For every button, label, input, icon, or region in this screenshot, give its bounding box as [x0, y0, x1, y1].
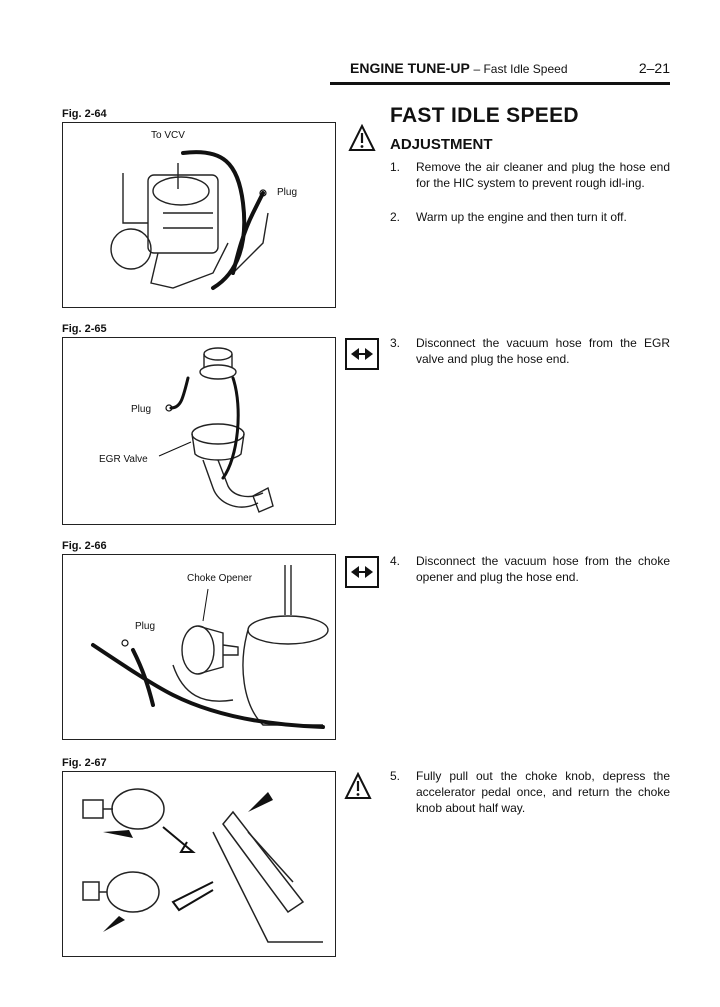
- caution-triangle-icon: [344, 771, 372, 805]
- step-5: 5. Fully pull out the choke knob, depres…: [390, 768, 672, 816]
- callout-to-vcv: To VCV: [151, 130, 185, 141]
- page-header: ENGINE TUNE-UP – Fast Idle Speed 2–21: [330, 58, 670, 80]
- disconnect-hose-icon: [345, 556, 379, 588]
- callout-choke-opener: Choke Opener: [187, 573, 253, 584]
- fig-2-65-illustration: Plug EGR Valve: [62, 337, 336, 525]
- page-number: 2–21: [638, 60, 670, 76]
- fig-2-66-label: Fig. 2-66: [62, 540, 107, 552]
- fig-2-67-label: Fig. 2-67: [62, 757, 107, 769]
- callout-plug: Plug: [131, 404, 152, 415]
- page-title: FAST IDLE SPEED: [390, 104, 579, 127]
- callout-plug: Plug: [277, 187, 298, 198]
- step-text: Disconnect the vacuum hose from the chok…: [416, 554, 670, 584]
- fig-2-64-illustration: To VCV Plug: [62, 122, 336, 308]
- header-rule: [330, 82, 670, 85]
- step-number: 4.: [390, 554, 401, 568]
- step-number: 5.: [390, 769, 401, 783]
- subsection-title: Fast Idle Speed: [483, 62, 568, 76]
- disconnect-hose-icon: [345, 338, 379, 370]
- step-4: 4. Disconnect the vacuum hose from the c…: [390, 553, 672, 585]
- section-subtitle: ADJUSTMENT: [390, 136, 493, 153]
- fig-2-65-label: Fig. 2-65: [62, 323, 107, 335]
- choke-knob-pedal-drawing: [82, 788, 323, 943]
- step-text: Warm up the engine and then turn it off.: [416, 210, 627, 224]
- fig-2-64-label: Fig. 2-64: [62, 108, 107, 120]
- step-1: 1. Remove the air cleaner and plug the h…: [390, 159, 672, 207]
- step-number: 1.: [390, 160, 401, 174]
- step-text: Remove the air cleaner and plug the hose…: [416, 160, 670, 190]
- callout-plug: Plug: [135, 621, 156, 632]
- egr-valve-drawing: [158, 347, 274, 513]
- caution-triangle-icon: [348, 123, 376, 157]
- step-text: Fully pull out the choke knob, depress t…: [416, 769, 670, 815]
- section-title: ENGINE TUNE-UP: [350, 60, 470, 76]
- carburetor-drawing: [110, 150, 269, 290]
- step-3: 3. Disconnect the vacuum hose from the E…: [390, 335, 672, 367]
- step-number: 2.: [390, 210, 401, 224]
- section-heading: ENGINE TUNE-UP – Fast Idle Speed: [350, 60, 568, 76]
- fig-2-66-illustration: Choke Opener Plug: [62, 554, 336, 740]
- fig-2-67-illustration: [62, 771, 336, 957]
- callout-egr-valve: EGR Valve: [99, 454, 148, 465]
- step-number: 3.: [390, 336, 401, 350]
- step-2: 2. Warm up the engine and then turn it o…: [390, 209, 672, 225]
- choke-opener-drawing: [91, 565, 329, 729]
- step-text: Disconnect the vacuum hose from the EGR …: [416, 336, 670, 366]
